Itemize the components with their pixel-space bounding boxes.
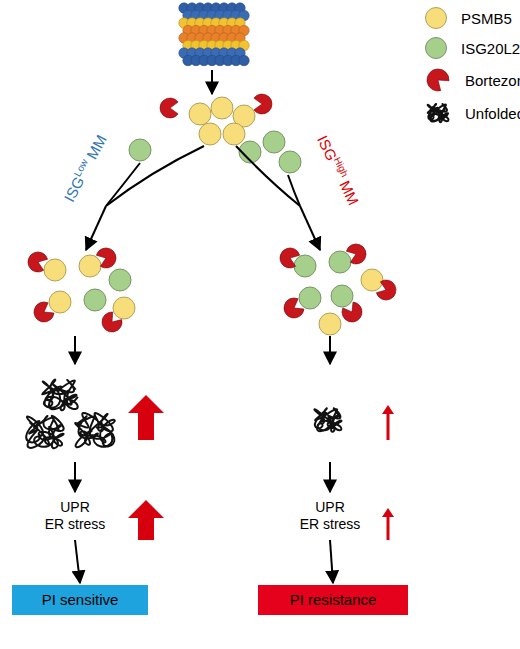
unfolded-protein-scribble	[42, 380, 78, 411]
protein-circle	[361, 269, 383, 291]
branch-label-text: MM	[336, 178, 362, 208]
edge-layer	[75, 540, 333, 583]
stage-label: UPRER stress	[293, 496, 367, 536]
outcome-box: PI resistance	[258, 585, 408, 615]
bortezomib-shape	[95, 245, 119, 270]
node-text: PI resistance	[290, 591, 377, 609]
flow-arrow	[74, 336, 76, 364]
legend-row: Unfolded protein	[425, 100, 520, 126]
increase-arrow	[382, 508, 394, 540]
proteasome-illustration	[179, 3, 249, 66]
unfolded-protein-scribble	[75, 413, 115, 447]
branch-line	[236, 146, 300, 206]
unfolded-protein-scribble	[26, 416, 63, 449]
legend-swatch	[425, 7, 447, 29]
legend-text: Unfolded protein	[465, 105, 520, 122]
legend-row: Bortezomib	[425, 67, 520, 93]
flow-arrow	[329, 336, 331, 364]
branch-label-text: MM	[82, 132, 109, 162]
protein-circle	[109, 269, 131, 291]
bortezomib-shape	[339, 300, 365, 326]
branch-label: ISGHighMM	[314, 132, 363, 208]
legend-text: PSMB5	[461, 10, 512, 27]
branch-line	[106, 146, 204, 206]
protein-circle	[279, 151, 301, 173]
legend-symbol	[425, 67, 451, 93]
unfolded-protein-scribble	[428, 104, 449, 122]
bortezomib-shape	[280, 295, 306, 321]
protein-circle	[294, 255, 316, 277]
flow-arrow	[329, 462, 331, 492]
protein-circle	[223, 123, 245, 145]
node-text: UPR	[315, 499, 345, 516]
increase-arrow	[382, 405, 394, 440]
bortezomib-shape	[160, 98, 178, 118]
increase-arrow	[128, 395, 164, 440]
bortezomib-shape	[254, 94, 272, 114]
protein-circle	[199, 123, 221, 145]
free-molecules	[129, 94, 301, 173]
complex-cluster	[25, 245, 135, 336]
protein-circle	[331, 285, 353, 307]
branch-label-text: ISG	[60, 174, 87, 205]
protein-circle	[329, 251, 351, 273]
bortezomib-shape	[375, 278, 399, 303]
unfolded-protein-group	[26, 380, 341, 449]
illustration	[25, 3, 399, 540]
bortezomib-shape	[98, 309, 125, 336]
protein-circle	[129, 139, 151, 161]
bortezomib-shape	[425, 67, 451, 93]
bortezomib-shape	[25, 249, 49, 274]
node-text: PI sensitive	[42, 591, 119, 609]
protein-circle	[113, 297, 135, 319]
bortezomib-shape	[345, 241, 369, 266]
increase-arrow	[128, 500, 164, 540]
protein-circle	[84, 289, 106, 311]
bortezomib-shape	[277, 245, 301, 270]
flow-connector	[75, 540, 80, 583]
flow-arrow	[74, 462, 76, 492]
protein-circle	[319, 313, 341, 335]
protein-circle	[44, 259, 66, 281]
protein-circle	[263, 131, 285, 153]
legend-text: Bortezomib	[465, 72, 520, 89]
legend-symbol	[425, 100, 451, 126]
flow-arrow	[211, 70, 213, 94]
outcome-box: PI sensitive	[12, 585, 148, 615]
node-text: ER stress	[45, 516, 106, 533]
unfolded-protein-scribble	[314, 408, 341, 431]
bortezomib-shape	[30, 299, 56, 325]
flow-arrow	[86, 206, 106, 250]
protein-circle	[211, 97, 233, 119]
legend-swatch	[425, 37, 447, 59]
flow-connector	[330, 540, 333, 583]
complex-cluster	[277, 241, 399, 335]
legend-row: ISG20L2	[425, 35, 520, 61]
branch-line	[288, 175, 300, 206]
legend-text: ISG20L2	[461, 40, 520, 57]
branch-label-text: High	[331, 155, 350, 178]
branch-label: ISGLowMM	[59, 131, 109, 204]
protein-circle	[79, 255, 101, 277]
protein-circle	[49, 291, 71, 313]
legend-row: PSMB5	[425, 5, 512, 31]
proteasome-subunit	[239, 55, 249, 65]
stage-label: UPRER stress	[38, 496, 112, 536]
protein-circle	[299, 287, 321, 309]
node-text: ER stress	[300, 516, 361, 533]
node-text: UPR	[60, 499, 90, 516]
protein-circle	[189, 103, 211, 125]
flow-arrow	[300, 206, 320, 250]
